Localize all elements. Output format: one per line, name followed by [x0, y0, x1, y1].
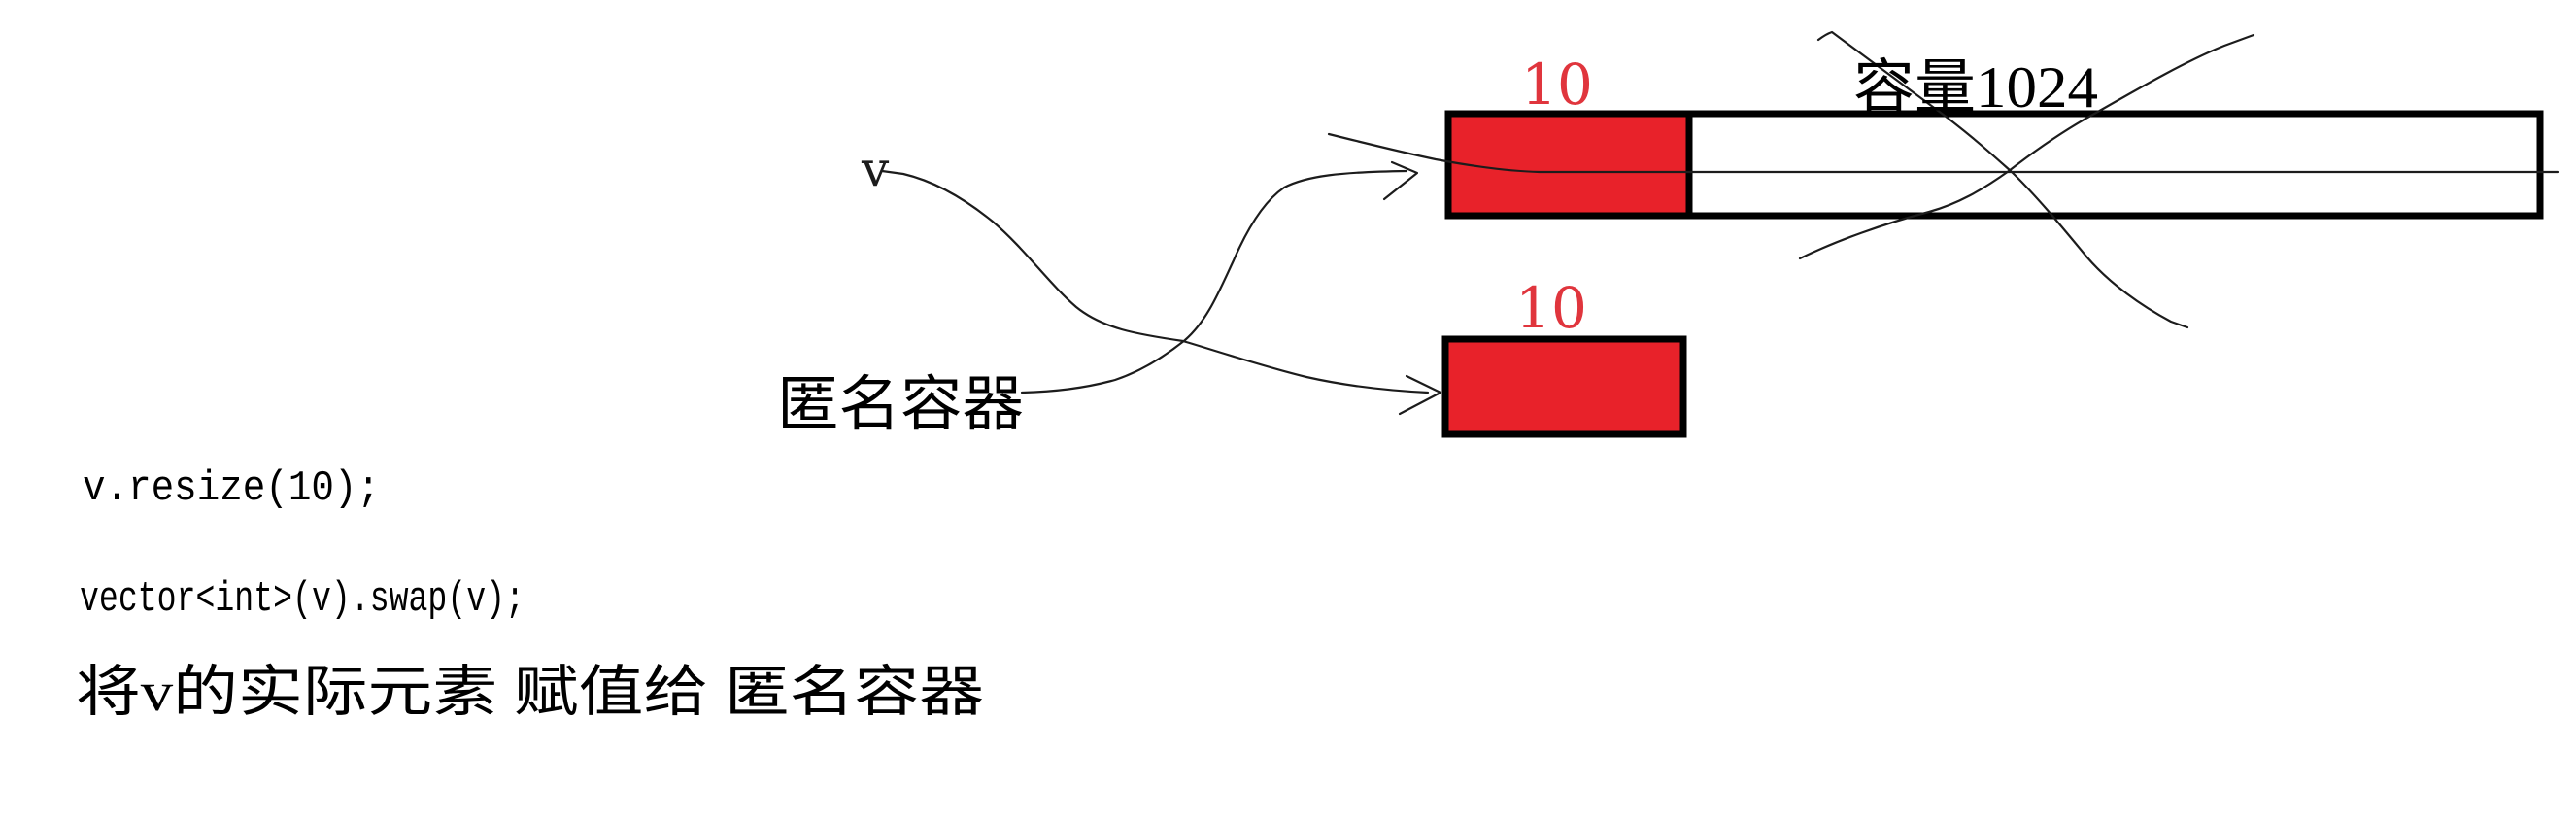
pointer-line-anon-to-capacity-bar — [1020, 169, 1408, 394]
size-label-bar: 10 — [1521, 51, 1593, 118]
pointer-line-v-to-small-box — [880, 169, 1430, 394]
code-line-resize: v.resize(10); — [83, 464, 380, 513]
arrowhead-into-small-box — [1398, 374, 1442, 416]
capacity-label: 容量1024 — [1853, 55, 2098, 120]
size-segment — [1444, 110, 1693, 220]
arrowhead-into-capacity-bar — [1382, 160, 1419, 201]
code-line-swap: vector<int>(v).swap(v); — [80, 575, 525, 624]
anonymous-container-label: 匿名容器 — [777, 372, 1024, 438]
size-label-small-box: 10 — [1515, 275, 1587, 341]
capacity-cross-line-1 — [1816, 30, 2189, 329]
caption-line: 将v的实际元素 赋值给 匿名容器 — [76, 662, 984, 723]
strikethrough-line — [1327, 132, 2559, 174]
v-label: v — [861, 141, 890, 197]
small-box — [1441, 335, 1687, 438]
capacity-cross-line-2 — [1798, 33, 2255, 260]
